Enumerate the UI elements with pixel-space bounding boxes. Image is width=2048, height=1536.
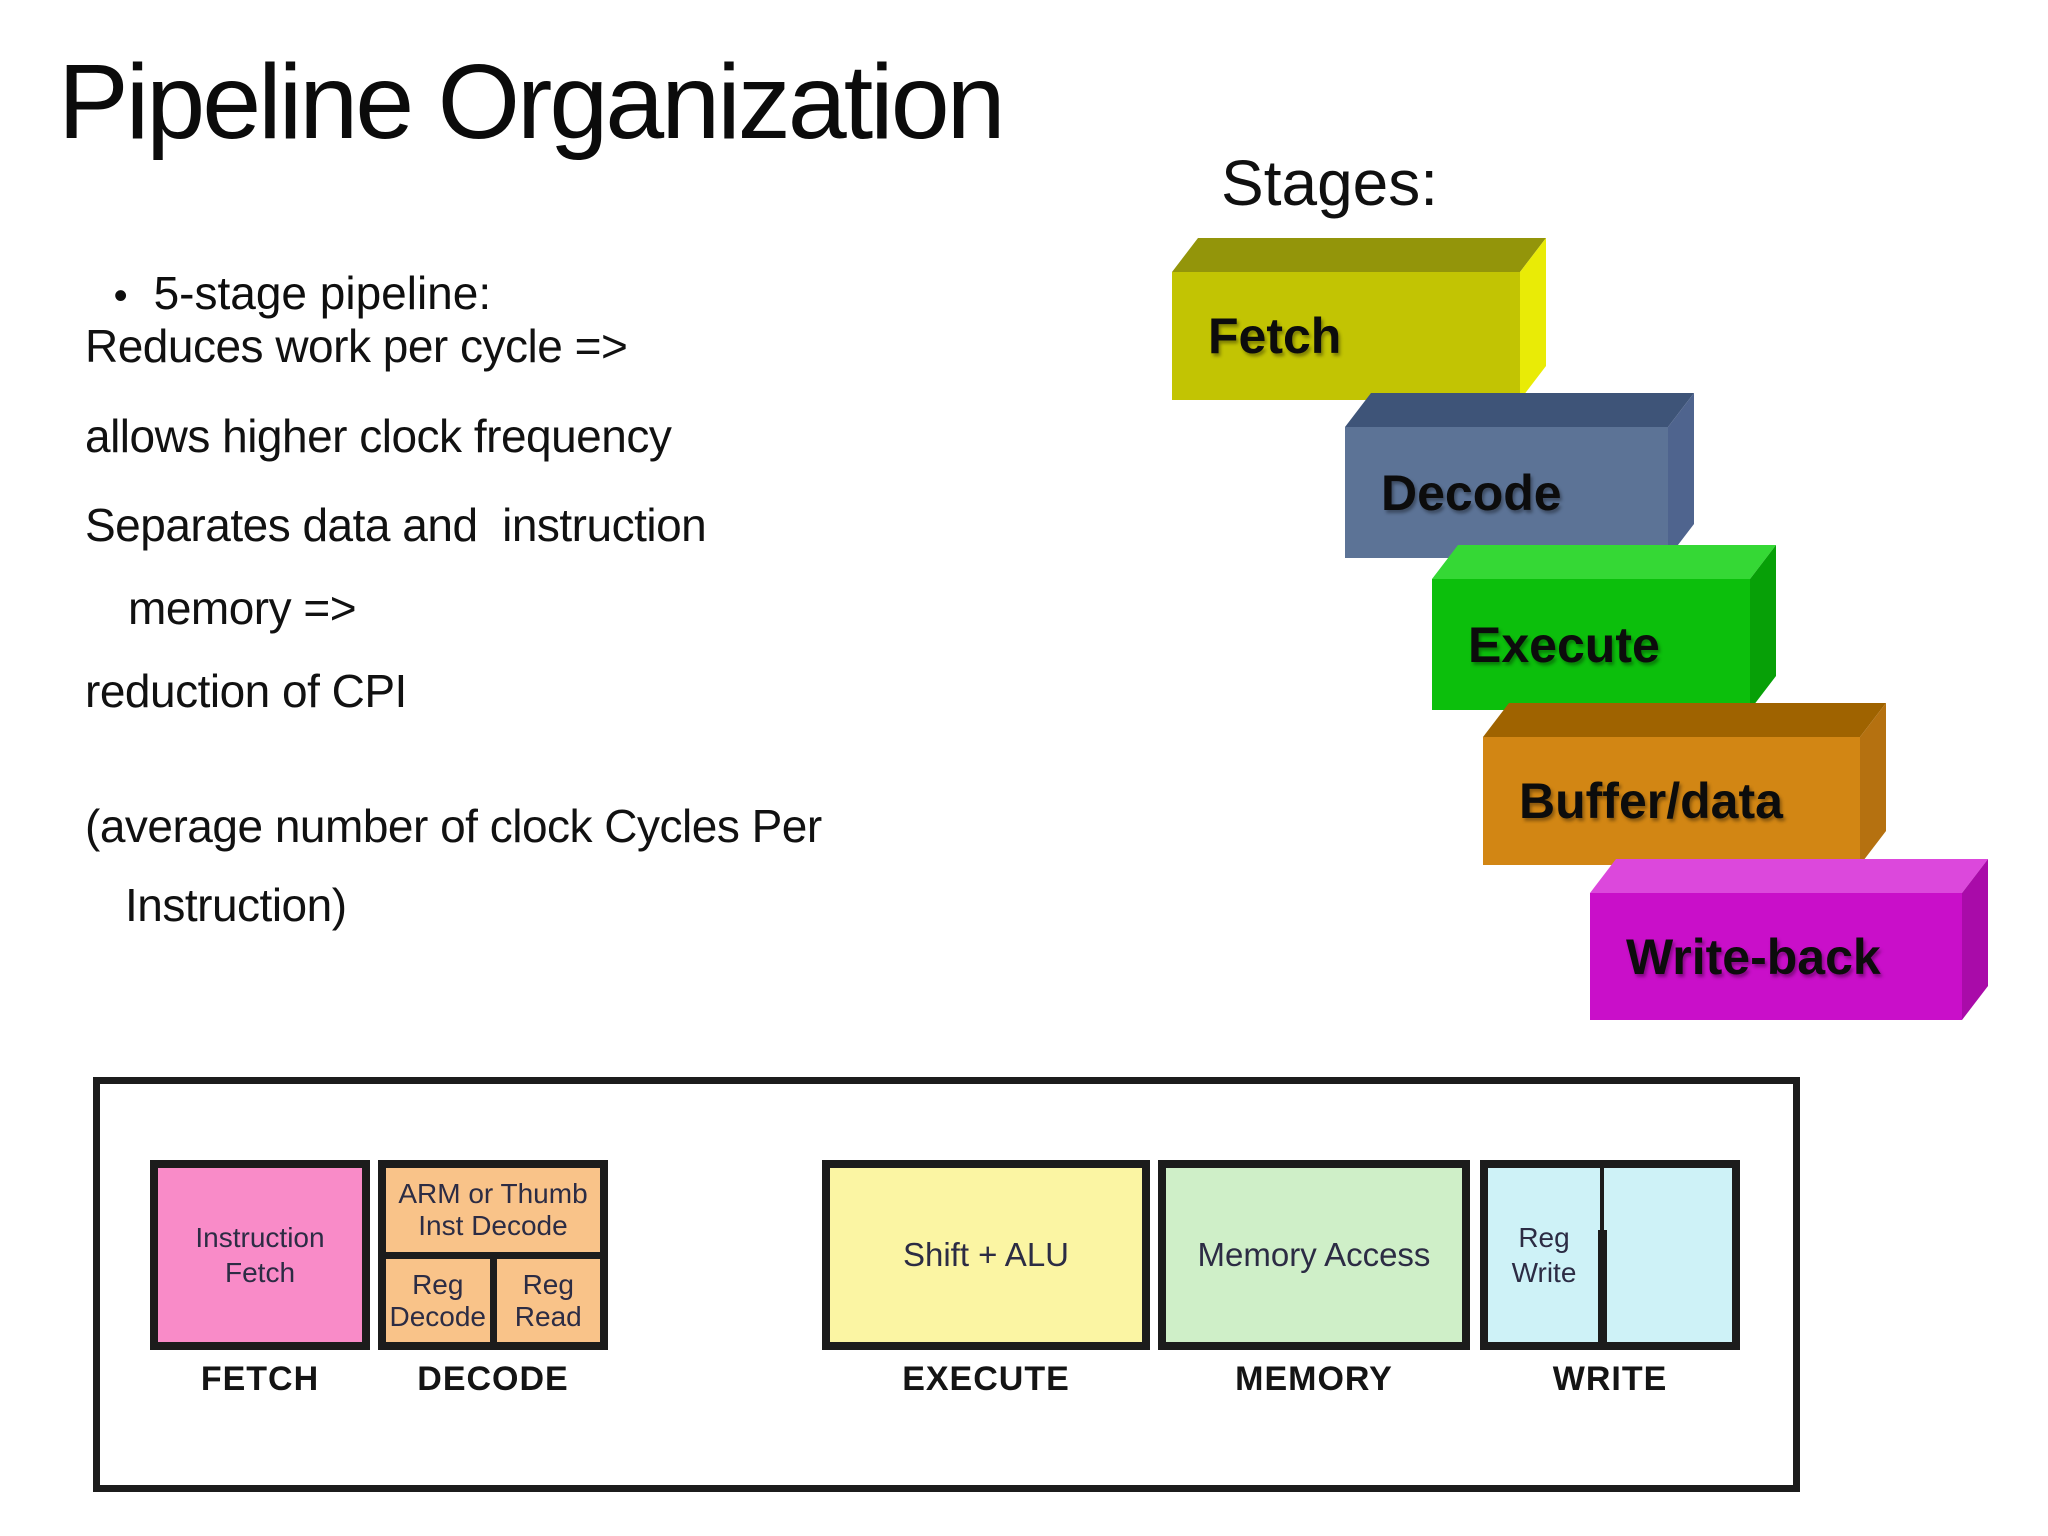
divider: [1598, 1230, 1607, 1342]
diagram-box-reg-write: Reg Write: [1480, 1160, 1740, 1350]
diagram-text: Fetch: [224, 1257, 296, 1288]
diagram-box-reg-read: Reg Read: [496, 1259, 600, 1342]
diagram-text: Memory Access: [1197, 1236, 1431, 1274]
stage-block-decode: Decode: [1345, 392, 1694, 558]
diagram-text: ARM or Thumb: [398, 1178, 588, 1209]
stage-block-front-face: Fetch: [1172, 272, 1520, 400]
diagram-box-reg-decode: Reg Decode: [386, 1259, 490, 1342]
diagram-text: Reg: [1518, 1222, 1570, 1253]
stage-block-label: Execute: [1468, 616, 1660, 673]
diagram-text: Decode: [389, 1300, 486, 1332]
stage-block-front-face: Buffer/data: [1483, 737, 1860, 865]
body-line-3: Separates data and instruction: [85, 499, 707, 551]
body-line-6: (average number of clock Cycles Per: [85, 800, 822, 852]
diagram-text: Inst Decode: [418, 1210, 568, 1241]
diagram-text: Instruction: [195, 1222, 325, 1253]
diagram-text: Write: [1511, 1257, 1577, 1288]
body-line-2: allows higher clock frequency: [85, 410, 672, 462]
diagram-box-inst-decode: ARM or Thumb Inst Decode: [386, 1168, 600, 1252]
diagram-box-shift-alu: Shift + ALU: [822, 1160, 1150, 1350]
stage-block-top-face: [1345, 393, 1694, 427]
diagram-box-memory-access: Memory Access: [1158, 1160, 1470, 1350]
stage-block-fetch: Fetch: [1172, 237, 1546, 400]
diagram-box-instruction-fetch: Instruction Fetch: [150, 1160, 370, 1350]
stage-block-top-face: [1590, 859, 1988, 893]
stage-label-write: WRITE: [1552, 1360, 1668, 1398]
body-line-7: Instruction): [125, 879, 347, 931]
stage-block-execute: Execute: [1432, 544, 1776, 710]
stage-block-label: Buffer/data: [1519, 773, 1783, 829]
diagram-text: Reg: [522, 1268, 574, 1300]
stage-block-label: Write-back: [1626, 928, 1881, 985]
stage-block-write-back: Write-back: [1590, 858, 1988, 1020]
body-line-1: Reduces work per cycle =>: [85, 320, 628, 372]
stage-block-front-face: Decode: [1345, 427, 1668, 558]
diagram-reg-write-cell: Reg Write: [1488, 1168, 1600, 1342]
stage-block-top-face: [1483, 703, 1886, 737]
bullet-text: 5-stage pipeline:: [153, 267, 492, 319]
pipeline-diagram-frame: Instruction Fetch ARM or Thumb Inst Deco…: [93, 1077, 1800, 1492]
diagram-text: Read: [514, 1300, 582, 1332]
stage-block-front-face: Write-back: [1590, 893, 1962, 1020]
page-title: Pipeline Organization: [58, 43, 1006, 161]
bullet-icon: •: [113, 274, 128, 319]
diagram-group-decode: ARM or Thumb Inst Decode Reg Decode Reg …: [378, 1160, 608, 1350]
bullet-line: • 5-stage pipeline:: [88, 212, 492, 320]
diagram-text: Shift + ALU: [902, 1236, 1069, 1274]
stage-block-front-face: Execute: [1432, 579, 1750, 710]
stage-label-fetch: FETCH: [200, 1360, 320, 1398]
stage-block-top-face: [1432, 545, 1776, 579]
stage-block-top-face: [1172, 238, 1546, 272]
stage-label-execute: EXECUTE: [902, 1360, 1070, 1398]
stage-block-label: Decode: [1381, 464, 1562, 521]
stages-heading: Stages:: [1221, 147, 1439, 219]
body-line-5: reduction of CPI: [85, 665, 407, 717]
stage-label-memory: MEMORY: [1235, 1360, 1393, 1398]
stage-block-buffer-data: Buffer/data: [1483, 702, 1886, 865]
stage-label-decode: DECODE: [417, 1360, 569, 1398]
stage-block-label: Fetch: [1208, 308, 1342, 364]
diagram-text: Reg: [412, 1268, 464, 1300]
body-line-4: memory =>: [128, 582, 357, 634]
